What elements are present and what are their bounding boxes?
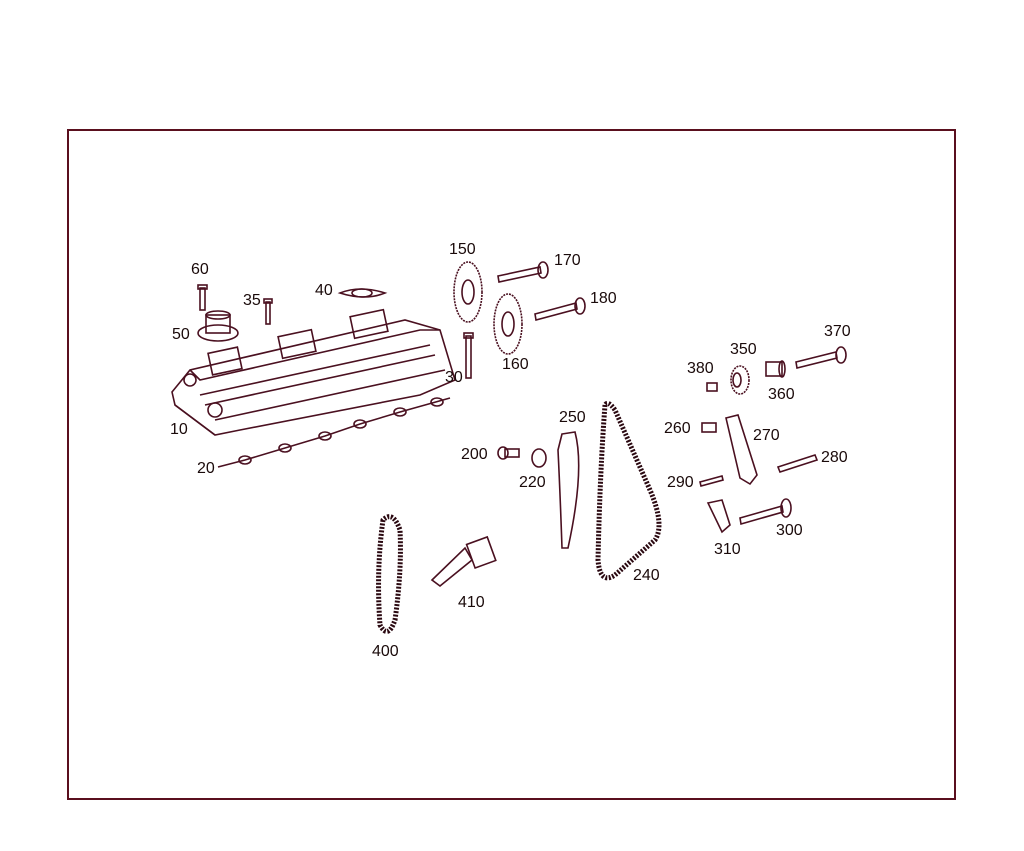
part-label-10: 10: [170, 421, 188, 438]
part-label-170: 170: [554, 252, 581, 269]
bolt-icon: [739, 498, 792, 526]
guide-rail-icon: [557, 431, 580, 549]
part-label-250: 250: [559, 409, 586, 426]
chain-tensioner-icon: [430, 535, 497, 588]
part-label-60: 60: [191, 261, 209, 278]
bolt-icon: [463, 332, 474, 379]
part-label-150: 150: [449, 241, 476, 258]
sprocket-icon: [730, 365, 750, 395]
part-label-160: 160: [502, 356, 529, 373]
bolt-icon: [497, 261, 549, 283]
bushing-icon: [701, 422, 717, 433]
part-label-240: 240: [633, 567, 660, 584]
part-label-280: 280: [821, 449, 848, 466]
camshaft-gear-icon: [493, 293, 523, 355]
bushing-icon: [706, 382, 718, 392]
part-label-220: 220: [519, 474, 546, 491]
part-label-30: 30: [445, 369, 463, 386]
pin-icon: [776, 454, 819, 473]
bolt-icon: [534, 297, 586, 322]
camshaft-gear-icon: [453, 261, 483, 323]
plug-icon: [497, 446, 520, 460]
part-label-350: 350: [730, 341, 757, 358]
part-label-50: 50: [172, 326, 190, 343]
part-label-360: 360: [768, 386, 795, 403]
part-label-310: 310: [714, 541, 741, 558]
diagram-frame: [67, 129, 956, 800]
part-label-20: 20: [197, 460, 215, 477]
part-label-400: 400: [372, 643, 399, 660]
chain-tensioner-icon: [706, 499, 731, 534]
part-label-180: 180: [590, 290, 617, 307]
bolt-icon: [197, 284, 208, 311]
tensioner-rail-icon: [725, 414, 758, 486]
bolt-icon: [263, 298, 273, 325]
cylinder-head-cover-icon: [171, 308, 456, 436]
chain-icon: [376, 514, 403, 634]
pin-icon: [699, 475, 724, 487]
part-label-40: 40: [315, 282, 333, 299]
bolt-icon: [795, 346, 847, 369]
o-ring-icon: [531, 448, 547, 468]
part-label-260: 260: [664, 420, 691, 437]
part-label-35: 35: [243, 292, 261, 309]
part-label-290: 290: [667, 474, 694, 491]
gasket-icon: [217, 397, 451, 468]
bushing-icon: [765, 360, 786, 378]
gasket-icon: [337, 288, 388, 298]
part-label-370: 370: [824, 323, 851, 340]
part-label-200: 200: [461, 446, 488, 463]
part-label-270: 270: [753, 427, 780, 444]
part-label-410: 410: [458, 594, 485, 611]
timing-chain-icon: [595, 400, 662, 581]
part-label-380: 380: [687, 360, 714, 377]
part-label-300: 300: [776, 522, 803, 539]
sensor-icon: [197, 310, 239, 342]
